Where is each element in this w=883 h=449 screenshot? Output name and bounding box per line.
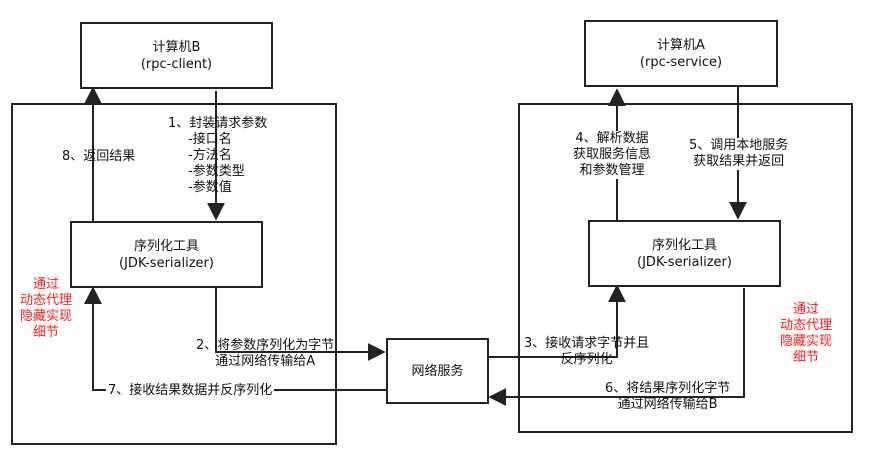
step-1-title: 1、封装请求参数	[168, 116, 268, 131]
step-1-item: -参数值	[188, 180, 232, 195]
serializer-right-name: 序列化工具	[651, 237, 717, 253]
network-service-node: 网络服务	[386, 338, 489, 404]
step-3-line: 反序列化	[560, 352, 613, 367]
step-6-line: 通过网络传输给B	[617, 397, 718, 412]
proxy-note-line: 动态代理	[19, 293, 72, 308]
computer-a-name: 计算机A	[657, 37, 705, 53]
serializer-left-impl: (JDK-serializer)	[119, 255, 214, 271]
proxy-note-line: 细节	[792, 350, 819, 365]
step-2-label: 2、将参数序列化为字节 通过网络传输给A	[196, 338, 334, 370]
proxy-note-line: 通过	[792, 302, 819, 317]
proxy-note-line: 隐藏实现	[19, 309, 72, 324]
step-5-line: 5、调用本地服务	[689, 138, 789, 153]
computer-a-node: 计算机A (rpc-service)	[584, 20, 778, 87]
proxy-note-line: 动态代理	[779, 318, 832, 333]
step-6-label: 6、将结果序列化字节 通过网络传输给B	[605, 381, 730, 413]
computer-b-node: 计算机B (rpc-client)	[80, 22, 273, 89]
step-5-line: 获取结果并返回	[693, 154, 785, 169]
step-2-line: 2、将参数序列化为字节	[196, 338, 335, 353]
arrow-send-result	[488, 288, 745, 406]
serializer-right-node: 序列化工具 (JDK-serializer)	[588, 220, 781, 287]
step-1-item: -方法名	[188, 148, 232, 163]
step-4-label: 4、解析数据 获取服务信息 和参数管理	[573, 131, 652, 179]
client-region	[11, 103, 337, 445]
step-1-label: 1、封装请求参数 -接口名 -方法名 -参数类型 -参数值	[168, 116, 267, 196]
step-3-label: 3、接收请求字节并且 反序列化	[524, 336, 649, 368]
step-4-line: 和参数管理	[579, 163, 645, 178]
arrow-send-request	[215, 288, 386, 361]
proxy-note-line: 细节	[32, 325, 59, 340]
arrow-receive-result	[84, 286, 386, 391]
step-5-label: 5、调用本地服务 获取结果并返回	[689, 138, 789, 170]
step-2-line: 通过网络传输给A	[215, 354, 316, 369]
network-service-name: 网络服务	[411, 363, 464, 379]
proxy-note-line: 通过	[32, 277, 59, 292]
step-3-line: 3、接收请求字节并且	[524, 336, 650, 351]
step-6-line: 6、将结果序列化字节	[605, 381, 731, 396]
serializer-right-impl: (JDK-serializer)	[637, 254, 732, 270]
arrow-receive-request	[487, 284, 626, 358]
computer-b-role: (rpc-client)	[140, 56, 213, 72]
step-4-line: 4、解析数据	[575, 131, 649, 146]
serializer-left-name: 序列化工具	[133, 238, 199, 254]
service-region	[518, 103, 853, 433]
computer-a-role: (rpc-service)	[639, 54, 723, 70]
step-1-item: -接口名	[188, 132, 232, 147]
proxy-note-line: 隐藏实现	[779, 334, 832, 349]
step-4-line: 获取服务信息	[573, 147, 652, 162]
computer-b-name: 计算机B	[152, 39, 201, 55]
proxy-note-left: 通过 动态代理 隐藏实现 细节	[14, 277, 78, 341]
step-7-label: 7、接收结果数据并反序列化	[106, 383, 275, 399]
step-8-label: 8、返回结果	[62, 149, 136, 164]
step-1-item: -参数类型	[188, 164, 245, 179]
serializer-left-node: 序列化工具 (JDK-serializer)	[70, 221, 263, 288]
proxy-note-right: 通过 动态代理 隐藏实现 细节	[774, 302, 838, 366]
